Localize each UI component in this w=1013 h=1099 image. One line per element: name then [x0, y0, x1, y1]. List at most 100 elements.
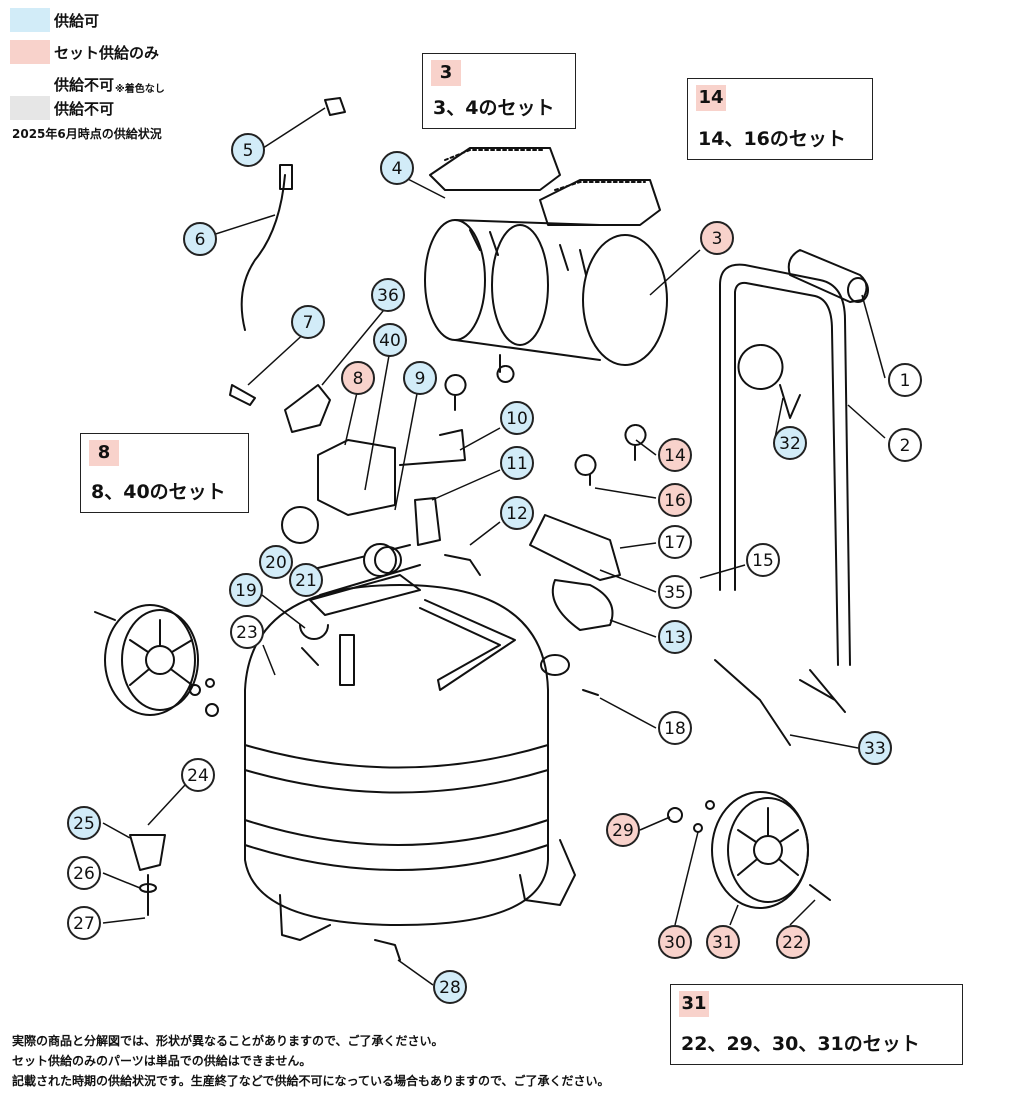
- callout-circle: [500, 496, 534, 530]
- legend-swatch-unavailable: [10, 96, 50, 120]
- callout-15: 15: [746, 543, 780, 577]
- set-box-number: 8: [89, 440, 119, 466]
- callout-circle: [658, 925, 692, 959]
- callout-30: 30: [658, 925, 692, 959]
- air-filter-drawing: [737, 344, 801, 419]
- callout-24: 24: [181, 758, 215, 792]
- callout-36: 36: [371, 278, 405, 312]
- callout-number: 9: [415, 369, 426, 389]
- power-cord-drawing: [714, 659, 846, 746]
- callout-number: 24: [187, 766, 209, 786]
- callout-circle: [500, 401, 534, 435]
- callout-circle: [658, 620, 692, 654]
- callout-number: 4: [392, 159, 403, 179]
- hose-drawing: [240, 174, 286, 331]
- legend-label-unavailable: 供給不可: [54, 75, 115, 94]
- legend-swatch-available: [10, 8, 50, 32]
- callout-number: 1: [900, 371, 911, 391]
- callout-number: 36: [377, 286, 399, 306]
- callout-26: 26: [67, 856, 101, 890]
- callout-number: 32: [779, 434, 801, 454]
- callout-circle: [67, 906, 101, 940]
- legend-label-unavailable-gray: 供給不可: [54, 99, 115, 118]
- callout-number: 3: [712, 229, 723, 249]
- set-box-number: 14: [696, 85, 726, 111]
- callout-circle: [888, 363, 922, 397]
- callout-31: 31: [706, 925, 740, 959]
- drain-valve-drawing: [374, 939, 401, 961]
- check-valve-drawing: [229, 384, 256, 406]
- callout-circle: [776, 925, 810, 959]
- callout-11: 11: [500, 446, 534, 480]
- callout-number: 27: [73, 914, 95, 934]
- callout-20: 20: [259, 545, 293, 579]
- callout-circle: [746, 543, 780, 577]
- callout-circle: [433, 970, 467, 1004]
- callout-23: 23: [230, 615, 264, 649]
- callout-number: 18: [664, 719, 686, 739]
- callout-number: 33: [864, 739, 886, 759]
- callout-circle: [658, 711, 692, 745]
- intake-filter-drawing: [129, 834, 166, 871]
- fitting-18-drawing: [582, 689, 599, 696]
- legend-swatch-set-only: [10, 40, 50, 64]
- callout-40: 40: [373, 323, 407, 357]
- callout-circle: [658, 575, 692, 609]
- callout-25: 25: [67, 806, 101, 840]
- footer-note-3: 記載された時期の供給状況です。生産終了などで供給不可になっている場合もありますの…: [12, 1074, 610, 1088]
- callout-number: 15: [752, 551, 774, 571]
- callout-circle: [371, 278, 405, 312]
- callout-circle: [259, 545, 293, 579]
- legend-note-uncolored: ※着色なし: [115, 83, 165, 95]
- callout-circle: [888, 428, 922, 462]
- callout-circle: [229, 573, 263, 607]
- callout-27: 27: [67, 906, 101, 940]
- callout-circle: [606, 813, 640, 847]
- callout-35: 35: [658, 575, 692, 609]
- callout-22: 22: [776, 925, 810, 959]
- cover-drawing: [529, 514, 621, 581]
- gauge-20-drawing: [281, 506, 319, 544]
- callout-circle: [658, 438, 692, 472]
- callout-number: 35: [664, 583, 686, 603]
- handle-drawing: [719, 249, 869, 666]
- callout-circle: [500, 446, 534, 480]
- set-box-3-4: 3 3、4のセット: [422, 53, 576, 129]
- callout-number: 31: [712, 933, 734, 953]
- set-box-8-40: 8 8、40のセット: [80, 433, 249, 513]
- pipe-10-drawing: [399, 429, 466, 466]
- callout-number: 7: [303, 313, 314, 333]
- rubber-foot-a-drawing: [444, 374, 467, 411]
- set-box-14-16: 14 14、16のセット: [687, 78, 873, 160]
- footer-notes: 実際の商品と分解図では、形状が異なることがありますので、ご了承ください。 セット…: [12, 1031, 610, 1091]
- legend-label-set-only: セット供給のみ: [54, 43, 160, 62]
- set-box-number: 31: [679, 991, 709, 1017]
- legend-label-available: 供給可: [54, 11, 100, 30]
- callout-number: 14: [664, 446, 686, 466]
- right-wheel-drawing: [667, 791, 831, 909]
- coupler-drawing: [444, 554, 481, 576]
- rubber-foot-c-drawing: [574, 454, 597, 486]
- callout-circle: [658, 525, 692, 559]
- legend-set-only: セット供給のみ: [10, 40, 159, 64]
- gauge-21-drawing: [374, 546, 402, 574]
- callout-18: 18: [658, 711, 692, 745]
- callout-circle: [700, 221, 734, 255]
- callout-8: 8: [341, 361, 375, 395]
- callout-number: 11: [506, 454, 528, 474]
- callout-14: 14: [658, 438, 692, 472]
- legend-available: 供給可: [10, 8, 99, 32]
- tank-drawing: [244, 543, 576, 941]
- callout-3: 3: [700, 221, 734, 255]
- set-box-text: 3、4のセット: [433, 97, 555, 119]
- callout-6: 6: [183, 222, 217, 256]
- set-box-number: 3: [431, 60, 461, 86]
- callout-32: 32: [773, 426, 807, 460]
- callout-number: 16: [664, 491, 686, 511]
- callout-number: 13: [664, 628, 686, 648]
- pressure-switch-drawing: [317, 439, 396, 516]
- callout-33: 33: [858, 731, 892, 765]
- callout-circle: [858, 731, 892, 765]
- callout-19: 19: [229, 573, 263, 607]
- callout-9: 9: [403, 361, 437, 395]
